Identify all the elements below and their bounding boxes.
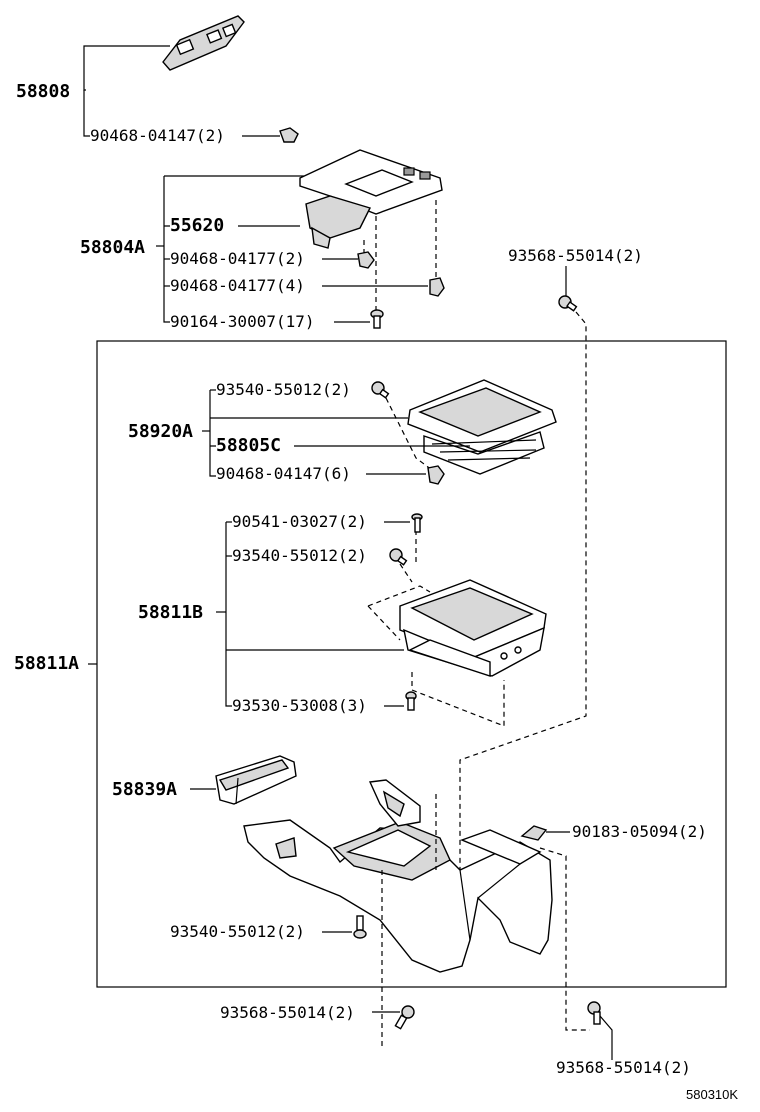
screw-93568-55014-top-icon xyxy=(558,295,578,312)
diagram-code: 580310K xyxy=(686,1087,738,1102)
clip-90468-04177-2-icon xyxy=(357,251,375,269)
label-58811A: 58811A xyxy=(14,653,79,674)
screw-93540-55012-b-icon xyxy=(389,548,408,566)
screw-93530-53008-icon xyxy=(405,691,417,711)
leader-58808-sub xyxy=(83,90,90,137)
label-93530-53008-3: 93530-53008(3) xyxy=(232,696,367,715)
label-93568-55014-2-bottom: 93568-55014(2) xyxy=(220,1003,355,1022)
label-55620: 55620 xyxy=(170,215,224,236)
part-58839A-pocket xyxy=(215,755,297,805)
clip-90183-05094-icon xyxy=(520,825,548,841)
clip-90468-04147-icon xyxy=(279,127,299,143)
label-90541-03027-2: 90541-03027(2) xyxy=(232,512,367,531)
part-58811B-tray xyxy=(399,579,547,677)
label-90183-05094-2: 90183-05094(2) xyxy=(572,822,707,841)
part-58804A-bezel xyxy=(299,149,443,249)
clip-90468-04177-4-icon xyxy=(429,277,445,297)
screw-93540-55012-c-icon xyxy=(353,915,367,939)
bolt-90541-03027-icon xyxy=(411,513,423,533)
screw-93540-55012-a-icon xyxy=(371,381,390,399)
label-93540-55012-2-c: 93540-55012(2) xyxy=(170,922,305,941)
part-58808-panel xyxy=(162,15,245,71)
label-90468-04147-2: 90468-04147(2) xyxy=(90,126,225,145)
label-93568-55014-2-top: 93568-55014(2) xyxy=(508,246,643,265)
label-93568-55014-2-right: 93568-55014(2) xyxy=(556,1058,691,1077)
label-58839A: 58839A xyxy=(112,779,177,800)
screw-93568-55014-right-icon xyxy=(587,1001,601,1025)
label-90468-04177-2: 90468-04177(2) xyxy=(170,249,305,268)
screw-93568-55014-bottom-icon xyxy=(394,1005,415,1030)
label-58804A: 58804A xyxy=(80,237,145,258)
part-58920A-cup-holder xyxy=(407,379,557,475)
part-console-body xyxy=(243,779,553,973)
leader-58808 xyxy=(83,45,170,91)
label-58808: 58808 xyxy=(16,81,70,102)
label-90468-04147-6: 90468-04147(6) xyxy=(216,464,351,483)
label-90164-30007-17: 90164-30007(17) xyxy=(170,312,315,331)
screw-90164-30007-icon xyxy=(370,309,384,329)
label-93540-55012-2-a: 93540-55012(2) xyxy=(216,380,351,399)
clip-90468-04147-6-icon xyxy=(427,465,445,485)
label-58805C: 58805C xyxy=(216,435,281,456)
label-93540-55012-2-b: 93540-55012(2) xyxy=(232,546,367,565)
label-90468-04177-4: 90468-04177(4) xyxy=(170,276,305,295)
label-58920A: 58920A xyxy=(128,421,193,442)
label-58811B: 58811B xyxy=(138,602,203,623)
